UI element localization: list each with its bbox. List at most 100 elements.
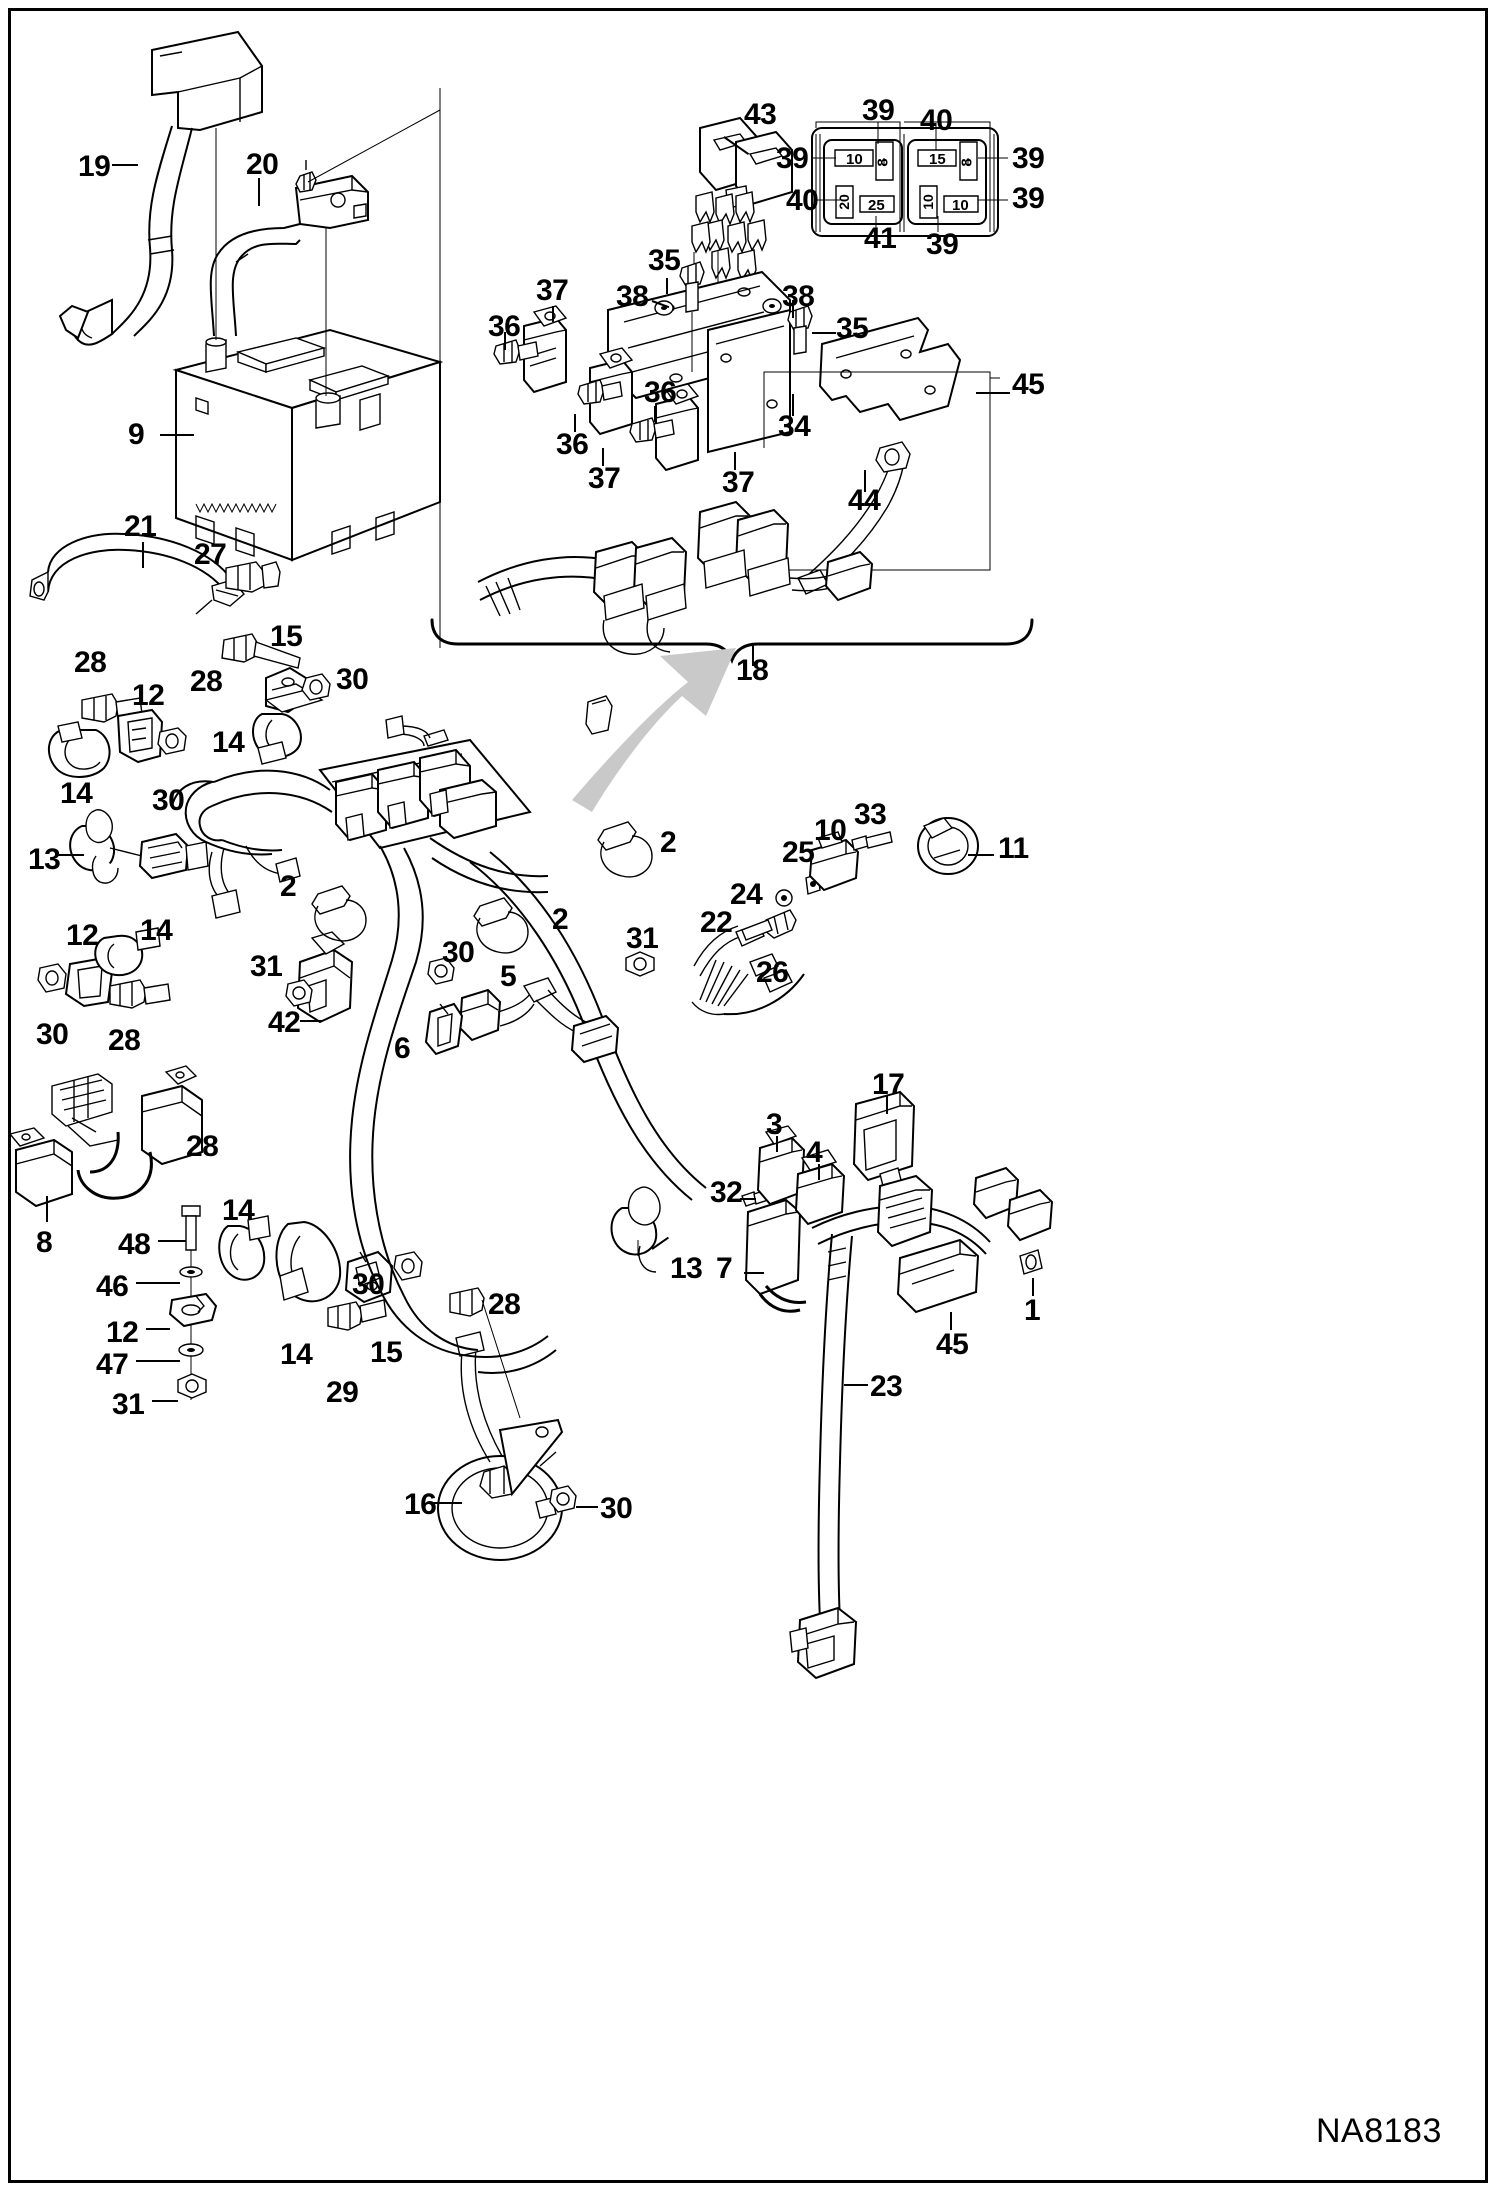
fuse-right-rating-10b: 10 bbox=[952, 197, 969, 214]
callout-31-b: 31 bbox=[250, 950, 283, 983]
callout-2-a: 2 bbox=[280, 870, 297, 903]
callout-36-a: 36 bbox=[488, 310, 521, 343]
part-13-keys-bottom bbox=[612, 1187, 661, 1272]
leader-4 bbox=[818, 1164, 820, 1180]
part-30-nut-mid-harness bbox=[428, 958, 454, 984]
leader-21 bbox=[142, 542, 144, 568]
callout-14-b: 14 bbox=[212, 726, 245, 759]
callout-13-b: 13 bbox=[670, 1252, 703, 1285]
detail-zoom-arrow bbox=[572, 648, 736, 812]
part-43-relays bbox=[700, 118, 792, 208]
part-31-nut-mid bbox=[286, 980, 312, 1006]
right-instrument-harness bbox=[790, 1168, 1052, 1678]
leader-34 bbox=[792, 394, 794, 416]
callout-19: 19 bbox=[78, 150, 111, 183]
leader-31c bbox=[152, 1400, 178, 1402]
callout-12-c: 12 bbox=[106, 1316, 139, 1349]
part-30-nut-lower-left bbox=[38, 964, 66, 992]
main-wiring-harness bbox=[172, 771, 706, 1373]
part-2-strap-clamp-c bbox=[598, 822, 652, 877]
callout-35-b: 35 bbox=[836, 312, 869, 345]
part-47-washer bbox=[179, 1344, 203, 1356]
callout-6: 6 bbox=[394, 1032, 411, 1065]
callout-30-e: 30 bbox=[600, 1492, 633, 1525]
part-37-relay-a bbox=[524, 306, 566, 392]
callout-42: 42 bbox=[268, 1006, 301, 1039]
callout-12-a: 12 bbox=[132, 679, 165, 712]
callout-28-b: 28 bbox=[190, 665, 223, 698]
callout-37-c: 37 bbox=[722, 466, 755, 499]
leader-45-upper bbox=[976, 392, 1010, 394]
part-42-connector bbox=[298, 932, 352, 1022]
callout-44: 44 bbox=[848, 484, 881, 517]
callout-14-c: 14 bbox=[140, 914, 173, 947]
part-4-switch bbox=[796, 1150, 844, 1224]
part-19-negative-battery-cable bbox=[60, 32, 262, 345]
callout-15-b: 15 bbox=[370, 1336, 403, 1369]
drawing-id: NA8183 bbox=[1316, 2112, 1442, 2150]
callout-40-top: 40 bbox=[920, 104, 953, 137]
callout-28-d: 28 bbox=[186, 1130, 219, 1163]
callout-39-left: 39 bbox=[776, 142, 809, 175]
callout-31-a: 31 bbox=[112, 1388, 145, 1421]
leader-36c bbox=[654, 406, 656, 422]
leader-37c bbox=[734, 452, 736, 470]
callout-28-e: 28 bbox=[488, 1288, 521, 1321]
callout-47: 47 bbox=[96, 1348, 129, 1381]
callout-46: 46 bbox=[96, 1270, 129, 1303]
fuse-panel-detail bbox=[812, 122, 1008, 236]
part-11-horn-button bbox=[918, 818, 978, 874]
callout-29: 29 bbox=[326, 1376, 359, 1409]
callout-27: 27 bbox=[194, 538, 227, 571]
callout-12-b: 12 bbox=[66, 919, 99, 952]
callout-18: 18 bbox=[736, 654, 769, 687]
callout-39-top: 39 bbox=[862, 94, 895, 127]
central-relay-board bbox=[320, 696, 612, 848]
leader-47 bbox=[136, 1360, 180, 1362]
part-2-strap-clamp-b bbox=[474, 898, 528, 953]
callout-30-b: 30 bbox=[152, 784, 185, 817]
callout-25: 25 bbox=[782, 836, 815, 869]
detail-harness-cluster bbox=[478, 502, 872, 654]
part-31-nut-stack bbox=[178, 1374, 206, 1398]
part-3-ignition-switch bbox=[758, 1126, 804, 1204]
fuse-left-rating-10: 10 bbox=[846, 151, 863, 168]
leader-38b bbox=[792, 300, 794, 318]
callout-3: 3 bbox=[766, 1108, 783, 1141]
callout-2-c: 2 bbox=[660, 826, 677, 859]
part-22-bolt bbox=[742, 910, 796, 940]
callout-13-a: 13 bbox=[28, 843, 61, 876]
callout-28-c: 28 bbox=[108, 1024, 141, 1057]
callout-17: 17 bbox=[872, 1068, 905, 1101]
part-6-clip bbox=[426, 1004, 462, 1054]
callout-2-b: 2 bbox=[552, 903, 569, 936]
callout-48: 48 bbox=[118, 1228, 151, 1261]
part-28-bolt-lower-center bbox=[450, 1288, 520, 1418]
part-12-bracket-upper-left bbox=[118, 710, 162, 762]
leader-32 bbox=[740, 1198, 756, 1200]
callout-14-a: 14 bbox=[60, 777, 93, 810]
leader-35a bbox=[666, 278, 668, 294]
callout-45-upper: 45 bbox=[1012, 368, 1045, 401]
leader-20 bbox=[258, 178, 260, 206]
part-20-positive-battery-cable bbox=[211, 160, 368, 336]
fuse-left-rating-20: 20 bbox=[835, 194, 852, 210]
callout-23: 23 bbox=[870, 1370, 903, 1403]
callout-5: 5 bbox=[500, 960, 517, 993]
leader-3 bbox=[776, 1136, 778, 1152]
part-30-nut-lower-center bbox=[394, 1252, 422, 1280]
callout-14-e: 14 bbox=[280, 1338, 313, 1371]
part-30-nut-upper-left bbox=[158, 728, 186, 754]
callout-39-bottom: 39 bbox=[926, 228, 959, 261]
callout-21: 21 bbox=[124, 510, 157, 543]
part-28-bolt-lower-left bbox=[110, 980, 170, 1008]
leader-23 bbox=[844, 1384, 868, 1386]
callout-39-right-top: 39 bbox=[1012, 142, 1045, 175]
leader-37a bbox=[552, 306, 554, 322]
callout-16: 16 bbox=[404, 1488, 437, 1521]
leader-13a bbox=[58, 854, 84, 856]
part-35-bolts bbox=[680, 262, 812, 372]
callout-32: 32 bbox=[710, 1176, 743, 1209]
fuse-right-rating-15: 15 bbox=[929, 151, 946, 168]
callout-41: 41 bbox=[864, 222, 897, 255]
